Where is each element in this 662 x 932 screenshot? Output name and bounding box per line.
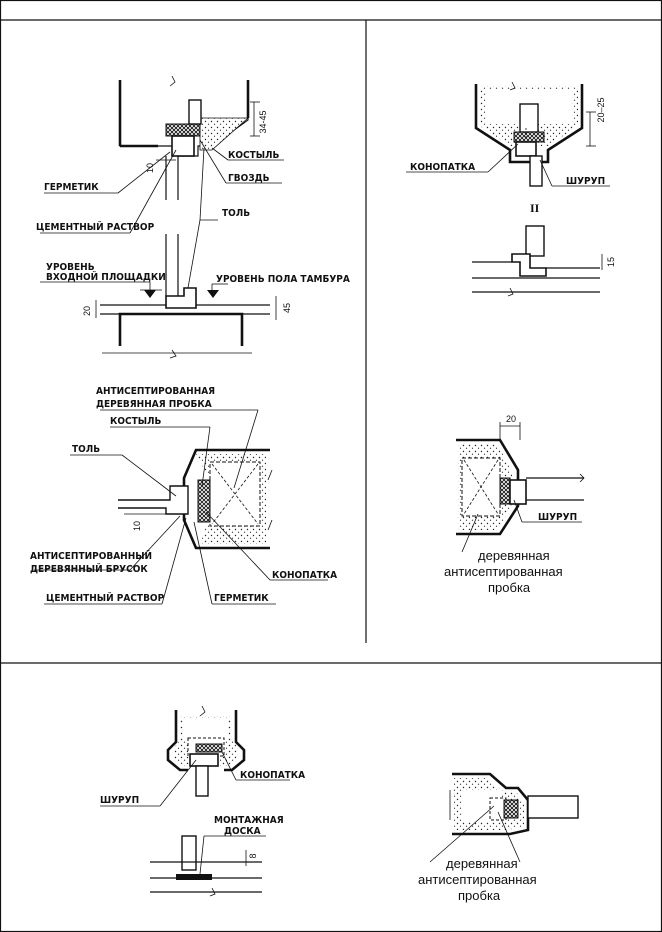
dim-10-horizontal: 10 (132, 521, 142, 531)
label-germetik-2: ГЕРМЕТИК (214, 593, 269, 604)
label-probka-low-3: пробка (488, 580, 531, 595)
label-kostyl: КОСТЫЛЬ (228, 150, 280, 161)
panel-bottom-right: деревянная антисептированная пробка (418, 772, 579, 903)
label-kostyl-2: КОСТЫЛЬ (110, 416, 162, 427)
dim-20-25: 20–25 (596, 97, 606, 122)
label-antisept-probka-1: АНТИСЕПТИРОВАННАЯ (96, 386, 215, 397)
label-probka-low-6: пробка (458, 888, 501, 903)
label-cement-2: ЦЕМЕНТНЫЙ РАСТВОР (46, 591, 165, 604)
label-uroven-pola: УРОВЕНЬ ПОЛА ТАМБУРА (216, 274, 350, 285)
dim-20-bottom: 20 (82, 306, 92, 316)
label-shurup-3: ШУРУП (100, 795, 139, 806)
label-uroven-2: ВХОДНОЙ ПЛОЩАДКИ (46, 270, 166, 283)
label-montazh-2: ДОСКА (224, 826, 261, 837)
label-shurup-2: ШУРУП (538, 512, 577, 523)
label-shurup-1: ШУРУП (566, 176, 605, 187)
label-probka-low-2: антисептированная (444, 564, 563, 579)
label-brusok-1: АНТИСЕПТИРОВАННЫЙ (30, 549, 152, 562)
panel-bottom-left: КОНОПАТКА ШУРУП 8 МОНТАЖНАЯ ДОСКА (100, 705, 305, 897)
label-antisept-probka-2: ДЕРЕВЯННАЯ ПРОБКА (96, 399, 212, 410)
panel-vertical-section: 34-45 10 20 45 КО (36, 75, 350, 359)
section-mark: II (530, 201, 540, 215)
label-brusok-2: ДЕРЕВЯННЫЙ БРУСОК (30, 562, 148, 575)
panel-window-horizontal: 20 ШУРУП деревянная антисептированная пр… (444, 414, 585, 595)
label-cement: ЦЕМЕНТНЫЙ РАСТВОР (36, 220, 155, 233)
dim-45: 45 (282, 303, 292, 313)
label-uroven-1: УРОВЕНЬ (46, 262, 95, 273)
label-montazh-1: МОНТАЖНАЯ (214, 815, 284, 826)
panel-horizontal-section: 10 АНТИСЕПТИРОВАННАЯ ДЕРЕВЯННАЯ ПРОБКА К… (30, 386, 337, 605)
label-konopatka-3: КОНОПАТКА (240, 770, 305, 781)
dim-20-right: 20 (506, 414, 516, 424)
label-tol: ТОЛЬ (222, 208, 250, 219)
label-probka-low-1: деревянная (478, 548, 550, 563)
dim-34-45: 34-45 (258, 110, 268, 133)
label-tol-2: ТОЛЬ (72, 444, 100, 455)
label-gvozd: ГВОЗДЬ (228, 173, 270, 184)
dim-8: 8 (248, 853, 258, 858)
label-konopatka-2: КОНОПАТКА (410, 162, 475, 173)
panel-window-vertical: 20–25 КОНОПАТКА ШУРУП II 15 (406, 81, 616, 297)
dim-15: 15 (606, 257, 616, 267)
label-konopatka-1: КОНОПАТКА (272, 570, 337, 581)
label-probka-low-5: антисептированная (418, 872, 537, 887)
label-probka-low-4: деревянная (446, 856, 518, 871)
label-germetik: ГЕРМЕТИК (44, 182, 99, 193)
